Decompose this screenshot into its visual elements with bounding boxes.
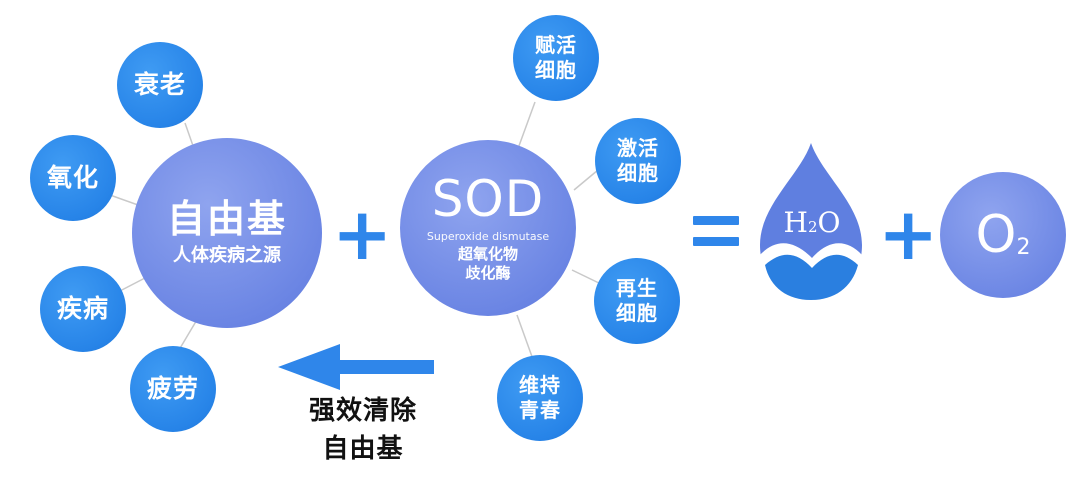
water-sub: 2 bbox=[807, 218, 818, 236]
node-fatigue: 疲劳 bbox=[130, 346, 216, 432]
sod-circle: SOD Superoxide dismutase 超氧化物 歧化酶 bbox=[400, 140, 576, 316]
equals-sign bbox=[693, 216, 739, 258]
sod-english-name: Superoxide dismutase bbox=[426, 229, 550, 243]
node-fatigue-label: 疲劳 bbox=[146, 373, 199, 403]
node-youth-line1: 维持 bbox=[519, 373, 561, 397]
left-arrow-icon bbox=[278, 344, 434, 390]
node-oxidation-label: 氧化 bbox=[46, 162, 99, 192]
water-h: H bbox=[783, 206, 808, 239]
free-radical-subtitle: 人体疾病之源 bbox=[173, 245, 281, 267]
link-oxidation bbox=[109, 194, 139, 206]
node-disease-label: 疾病 bbox=[56, 293, 109, 323]
node-aging-label: 衰老 bbox=[133, 69, 186, 99]
node-disease: 疾病 bbox=[40, 266, 126, 352]
node-maintain-youth: 维持 青春 bbox=[497, 355, 583, 441]
node-regenerate-line1: 再生 bbox=[616, 276, 658, 300]
plus-sign-1: + bbox=[332, 192, 393, 276]
caption-line1: 强效清除 bbox=[308, 396, 417, 426]
link-activate bbox=[573, 169, 599, 191]
water-o: O bbox=[817, 206, 841, 239]
water-formula: H2O bbox=[772, 206, 852, 239]
node-revitalize-line1: 赋活 bbox=[535, 33, 577, 57]
node-regenerate-cells: 再生 细胞 bbox=[594, 258, 680, 344]
caption: 强效清除 自由基 bbox=[288, 393, 438, 468]
node-activate-line2: 细胞 bbox=[617, 161, 659, 185]
node-youth-line2: 青春 bbox=[519, 398, 561, 422]
caption-line2: 自由基 bbox=[322, 433, 404, 464]
free-radical-title: 自由基 bbox=[166, 197, 287, 242]
oxygen-o: O bbox=[975, 205, 1017, 265]
oxygen-sub: 2 bbox=[1016, 234, 1031, 260]
sod-chinese-line2: 歧化酶 bbox=[465, 263, 511, 282]
node-revitalize-line2: 细胞 bbox=[535, 58, 577, 82]
node-activate-cells: 激活 细胞 bbox=[595, 118, 681, 204]
sod-chinese-line1: 超氧化物 bbox=[457, 244, 518, 263]
node-aging: 衰老 bbox=[117, 42, 203, 128]
node-regenerate-line2: 细胞 bbox=[616, 301, 658, 325]
node-revitalize-cells: 赋活 细胞 bbox=[513, 15, 599, 101]
water-drop-icon bbox=[760, 143, 862, 300]
node-activate-line1: 激活 bbox=[617, 136, 659, 160]
plus-sign-2: + bbox=[878, 192, 939, 276]
link-disease bbox=[117, 277, 146, 293]
sod-title: SOD bbox=[431, 169, 545, 228]
node-oxidation: 氧化 bbox=[30, 135, 116, 221]
free-radical-circle: 自由基 人体疾病之源 bbox=[132, 138, 322, 328]
